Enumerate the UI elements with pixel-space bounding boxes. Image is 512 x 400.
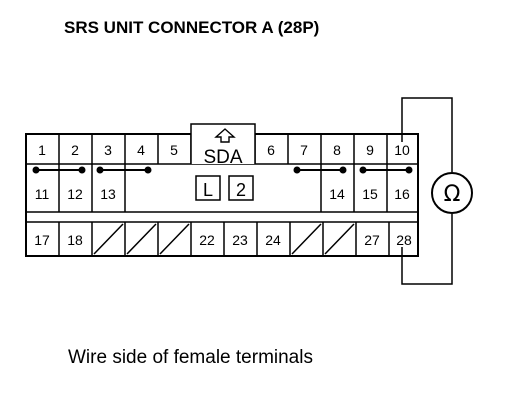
pin-label: 9 [366, 142, 374, 158]
pin-label: 14 [329, 186, 345, 202]
diagram-caption: Wire side of female terminals [68, 347, 313, 368]
ohmmeter-symbol [431, 172, 473, 214]
pin-label: 18 [67, 232, 83, 248]
ohm-icon: Ω [444, 182, 461, 207]
pin-label: 6 [267, 142, 275, 158]
pin-label: 27 [364, 232, 380, 248]
empty-slot-hatches [93, 223, 355, 255]
pin-labels: 1 2 3 4 5 6 7 8 9 10 11 12 13 14 15 16 1… [34, 142, 412, 248]
pin-label: 15 [362, 186, 378, 202]
shorting-bars [32, 166, 413, 174]
pin-label: 12 [67, 186, 83, 202]
pin-label: 13 [100, 186, 116, 202]
row3-cells [58, 222, 390, 256]
pin-label: 1 [38, 142, 46, 158]
row2-cells [58, 164, 388, 212]
pin-label: 2 [71, 142, 79, 158]
pin-label: 24 [265, 232, 281, 248]
lock-arrow-icon [214, 128, 236, 143]
pin-label: 28 [396, 232, 412, 248]
pin-label: 3 [104, 142, 112, 158]
ohmmeter-leads [401, 97, 453, 285]
pin-label: 11 [35, 186, 50, 202]
id-box-2 [228, 175, 254, 201]
sda-label: SDA [203, 147, 242, 168]
pin-label: 5 [170, 142, 178, 158]
pin-label: 7 [300, 142, 308, 158]
id-box-2-text: 2 [236, 180, 246, 200]
pin-label: 23 [232, 232, 248, 248]
sda-housing: SDA L 2 [190, 123, 256, 201]
pin-label: 4 [137, 142, 145, 158]
pin-label: 17 [34, 232, 50, 248]
pin-label: 10 [394, 142, 410, 158]
pin-label: 8 [333, 142, 341, 158]
diagram-title: SRS UNIT CONNECTOR A (28P) [64, 18, 320, 37]
pin-label: 22 [199, 232, 215, 248]
pin-label: 16 [394, 186, 410, 202]
id-box-l-text: L [203, 180, 213, 200]
id-box-l [195, 175, 221, 201]
